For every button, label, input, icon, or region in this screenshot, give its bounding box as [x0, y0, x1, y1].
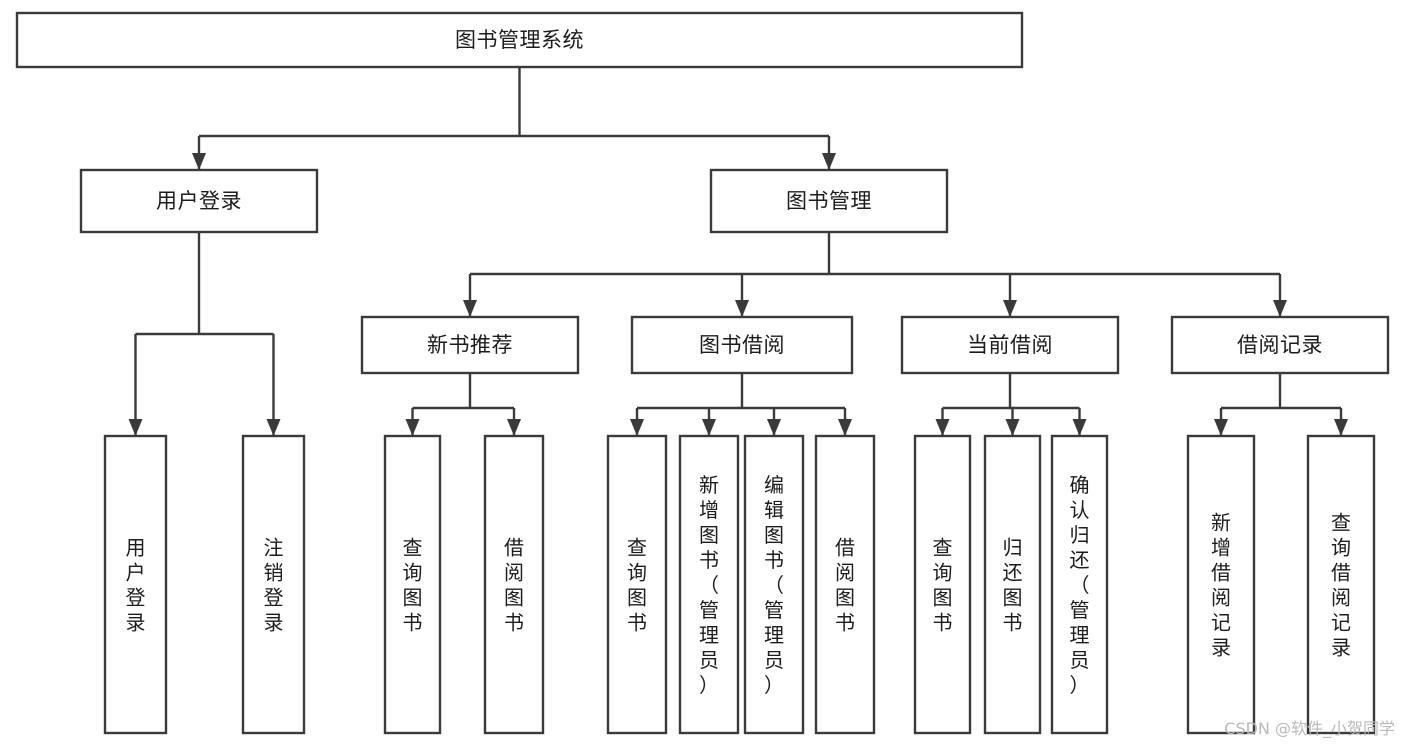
- book-mgmt-fan-arrow-0: [463, 300, 477, 317]
- leaf-node-6-label: 编辑图书（管理员）: [764, 473, 784, 697]
- leaf-node-0-label: 用户登录: [126, 536, 146, 635]
- leaf-node-4-label: 查询图书: [627, 536, 647, 635]
- level3-1-fan-arrow-2: [767, 419, 781, 436]
- leaf-node-10-box[interactable]: [1050, 434, 1109, 735]
- level2-node-0-label: 用户登录: [156, 189, 242, 213]
- leaf-node-12-label: 查询借阅记录: [1331, 511, 1351, 660]
- leaf-node-8-box[interactable]: [913, 434, 972, 735]
- leaf-node-4-box[interactable]: [606, 434, 668, 735]
- level3-2-fan-arrow-0: [935, 419, 950, 436]
- level3-0-fan-arrow-0: [405, 419, 420, 436]
- level2-node-1[interactable]: 图书管理: [709, 168, 949, 234]
- leaf-node-5-box[interactable]: [678, 434, 740, 735]
- level3-3-fan-arrow-0: [1214, 419, 1228, 436]
- level3-1-fan-arrow-1: [702, 419, 716, 436]
- leaf-node-4[interactable]: 查询图书: [606, 434, 668, 735]
- level3-2-fan-arrow-2: [1072, 419, 1087, 436]
- level3-node-3-label: 借阅记录: [1237, 333, 1323, 357]
- user-login-fan-arrow-0: [128, 419, 143, 436]
- level3-node-1[interactable]: 图书借阅: [630, 315, 854, 375]
- root-fan-arrow-1: [822, 153, 836, 170]
- leaf-node-7-label: 借阅图书: [835, 536, 855, 635]
- book-mgmt-fan-arrow-1: [735, 300, 749, 317]
- level3-node-1-label: 图书借阅: [699, 333, 785, 357]
- level3-node-2[interactable]: 当前借阅: [900, 315, 1120, 375]
- leaf-node-12-box[interactable]: [1306, 434, 1376, 735]
- leaf-node-2-label: 查询图书: [403, 536, 423, 635]
- leaf-node-0[interactable]: 用户登录: [103, 434, 168, 735]
- leaf-node-10-label: 确认归还（管理员）: [1070, 473, 1090, 697]
- leaf-node-2-box[interactable]: [383, 434, 442, 735]
- leaf-node-9-label: 归还图书: [1003, 536, 1023, 635]
- leaf-node-3-box[interactable]: [483, 434, 545, 735]
- level3-node-0-box[interactable]: [360, 315, 580, 375]
- leaf-node-1-label: 注销登录: [264, 536, 284, 635]
- leaf-node-12[interactable]: 查询借阅记录: [1306, 434, 1376, 735]
- level3-0-fan-arrow-1: [507, 419, 521, 436]
- leaf-node-6-box[interactable]: [743, 434, 805, 735]
- level2-node-1-box[interactable]: [709, 168, 949, 234]
- level3-2-fan-arrow-1: [1005, 419, 1020, 436]
- leaf-node-7-box[interactable]: [814, 434, 876, 735]
- book-mgmt-fan-arrow-3: [1273, 300, 1287, 317]
- leaf-node-2[interactable]: 查询图书: [383, 434, 442, 735]
- csdn-watermark: CSDN @软件_小贺同学: [1224, 719, 1395, 738]
- level3-1-fan-arrow-0: [630, 419, 644, 436]
- level2-node-1-label: 图书管理: [786, 189, 872, 213]
- root-node[interactable]: 图书管理系统: [15, 11, 1024, 69]
- leaf-node-1-box[interactable]: [241, 434, 306, 735]
- level2-node-0[interactable]: 用户登录: [79, 168, 319, 234]
- user-login-fan-arrow-1: [266, 419, 281, 436]
- leaf-node-5[interactable]: 新增图书（管理员）: [678, 434, 740, 735]
- leaf-node-10[interactable]: 确认归还（管理员）: [1050, 434, 1109, 735]
- leaf-node-7[interactable]: 借阅图书: [814, 434, 876, 735]
- leaf-node-8[interactable]: 查询图书: [913, 434, 972, 735]
- root-node-box[interactable]: [15, 11, 1024, 69]
- level3-node-2-box[interactable]: [900, 315, 1120, 375]
- root-node-label: 图书管理系统: [455, 28, 584, 52]
- connector-layer: [128, 67, 1348, 436]
- leaf-node-8-label: 查询图书: [933, 536, 953, 635]
- book-mgmt-fan-arrow-2: [1003, 300, 1017, 317]
- leaf-node-1[interactable]: 注销登录: [241, 434, 306, 735]
- leaf-node-11-label: 新增借阅记录: [1211, 511, 1231, 660]
- leaf-node-9[interactable]: 归还图书: [983, 434, 1042, 735]
- level3-1-fan-arrow-3: [838, 419, 852, 436]
- level3-3-fan-arrow-1: [1334, 419, 1348, 436]
- leaf-node-11-box[interactable]: [1186, 434, 1256, 735]
- level3-node-3-box[interactable]: [1170, 315, 1390, 375]
- leaf-node-3-label: 借阅图书: [504, 536, 524, 635]
- root-fan-arrow-0: [192, 153, 206, 170]
- leaf-node-3[interactable]: 借阅图书: [483, 434, 545, 735]
- level2-node-0-box[interactable]: [79, 168, 319, 234]
- node-layer: 图书管理系统用户登录图书管理新书推荐图书借阅当前借阅借阅记录用户登录注销登录查询…: [15, 11, 1390, 735]
- level3-node-1-box[interactable]: [630, 315, 854, 375]
- level3-node-2-label: 当前借阅: [967, 333, 1053, 357]
- level3-node-0[interactable]: 新书推荐: [360, 315, 580, 375]
- leaf-node-9-box[interactable]: [983, 434, 1042, 735]
- leaf-node-11[interactable]: 新增借阅记录: [1186, 434, 1256, 735]
- leaf-node-0-box[interactable]: [103, 434, 168, 735]
- leaf-node-6[interactable]: 编辑图书（管理员）: [743, 434, 805, 735]
- level3-node-0-label: 新书推荐: [427, 333, 513, 357]
- leaf-node-5-label: 新增图书（管理员）: [699, 473, 719, 697]
- level3-node-3[interactable]: 借阅记录: [1170, 315, 1390, 375]
